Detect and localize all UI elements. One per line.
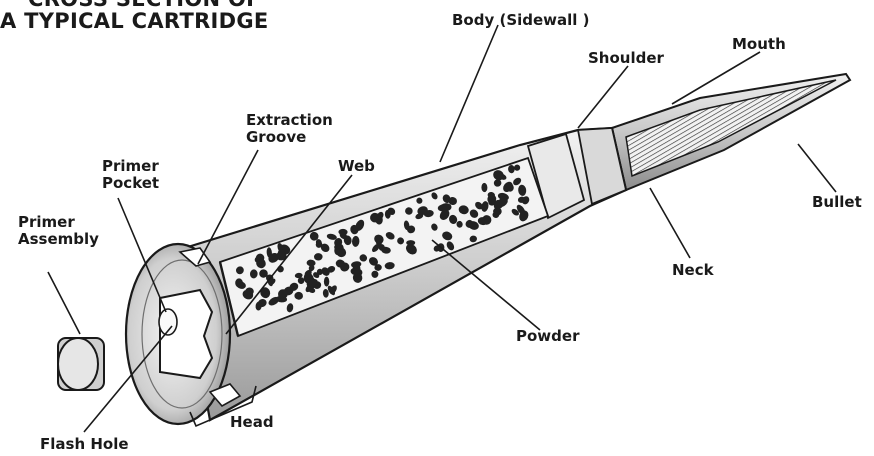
label-primer-assembly-line1: Primer [18,214,99,231]
label-extraction-groove: Extraction Groove [246,112,333,146]
label-neck: Neck [672,262,714,279]
label-head: Head [230,414,274,431]
powder-grain [324,277,329,287]
label-powder: Powder [516,328,579,345]
leader-body [440,25,498,162]
label-extraction-groove-line1: Extraction [246,112,333,129]
leader-neck [650,188,690,258]
leader-bullet [798,144,836,192]
label-web: Web [338,158,375,175]
label-bullet: Bullet [812,194,862,211]
label-primer-assembly-line2: Assembly [18,231,99,248]
leader-primer-assembly [48,272,80,334]
leader-shoulder [578,66,628,128]
label-shoulder: Shoulder [588,50,664,67]
label-primer-pocket-line2: Pocket [102,175,159,192]
label-mouth: Mouth [732,36,786,53]
diagram-title-line2: A TYPICAL CARTRIDGE [0,10,269,32]
label-primer-pocket-line1: Primer [102,158,159,175]
label-primer-pocket: Primer Pocket [102,158,159,192]
primer-cup-shape [58,338,104,390]
label-flash-hole: Flash Hole [40,436,129,453]
label-body: Body (Sidewall ) [452,12,590,29]
label-extraction-groove-line2: Groove [246,129,333,146]
label-primer-assembly: Primer Assembly [18,214,99,248]
